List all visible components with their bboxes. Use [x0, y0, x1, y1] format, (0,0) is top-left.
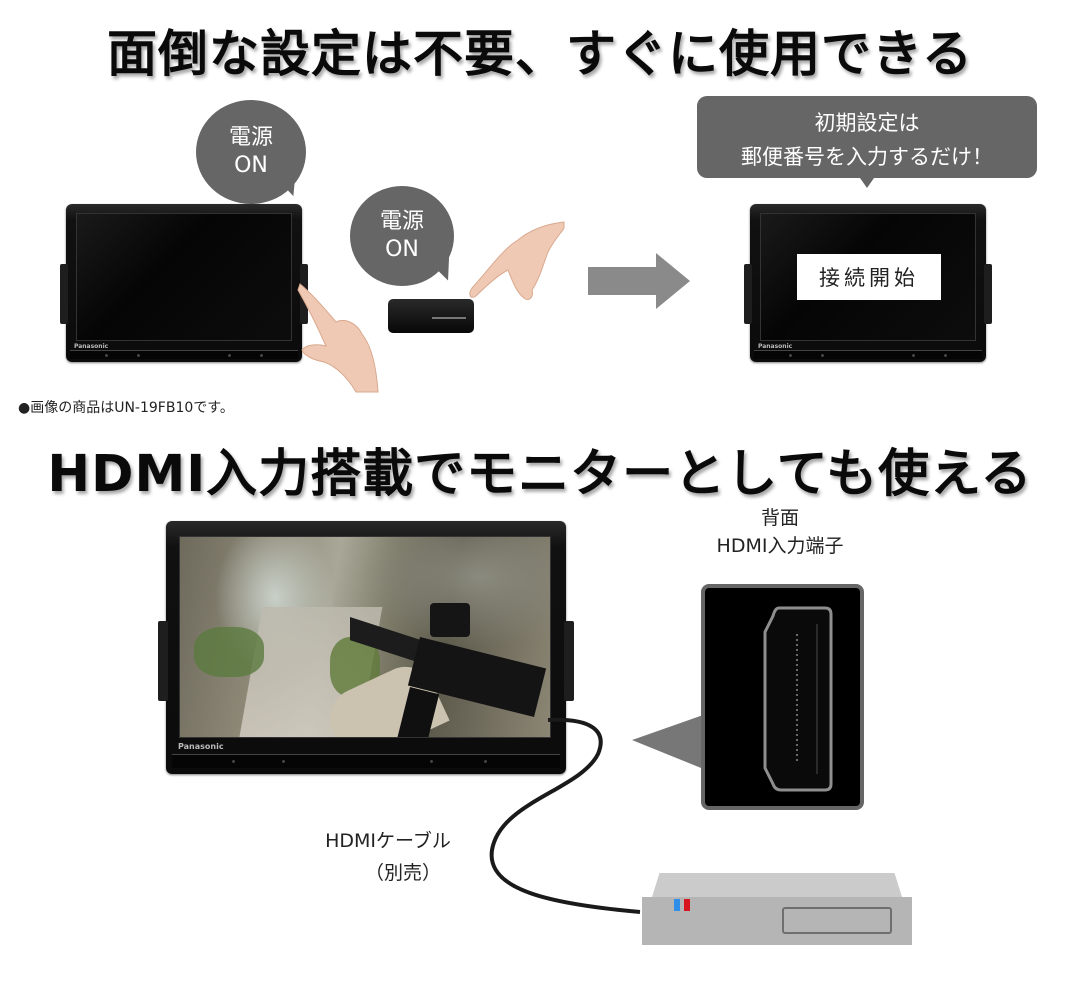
hdmi-cable — [489, 717, 641, 914]
speech-bubble-power-on-tv: 電源 ON — [196, 100, 306, 204]
rifle-graphic — [350, 603, 547, 737]
tv-brand-logo: Panasonic — [74, 343, 109, 350]
hand-pointing-icon — [469, 221, 565, 301]
device-top — [652, 873, 902, 897]
source-device — [642, 873, 912, 945]
disc-slot — [782, 907, 892, 934]
bubble-text-line2: ON — [234, 153, 268, 178]
tv-brand-logo: Panasonic — [758, 343, 793, 350]
headline-easy-setup: 面倒な設定は不要、すぐに使用できる — [107, 25, 973, 83]
cable-label-line1: HDMIケーブル — [325, 830, 451, 852]
port-label-line1: 背面 — [760, 507, 799, 529]
tv-screen-game-image — [179, 536, 551, 738]
grass-patch — [194, 627, 264, 677]
tv-monitor-hdmi: Panasonic — [158, 521, 574, 774]
tv-screen — [76, 213, 292, 341]
speech-bubble-setup-info: 初期設定は 郵便番号を入力するだけ！ — [697, 96, 1037, 178]
setup-text-line1: 初期設定は — [814, 111, 920, 135]
tv-stand-right — [984, 264, 992, 324]
hdmi-port-icon — [763, 606, 833, 792]
tv-brand-logo: Panasonic — [178, 742, 224, 751]
hdmi-cable-label: HDMIケーブル （別売） — [288, 825, 488, 889]
product-model-note: ●画像の商品はUN-19FB10です。 — [18, 400, 234, 416]
tv-stand-left — [744, 264, 752, 324]
indicator-blue — [674, 899, 680, 911]
headline-hdmi-input: HDMI入力搭載でモニターとしても使える — [47, 445, 1033, 504]
bubble-text-line1: 電源 — [379, 209, 424, 234]
tv-stand-right — [564, 621, 574, 701]
right-arrow-icon — [588, 253, 690, 309]
tv-button-bar — [172, 754, 560, 768]
callout-pointer — [632, 714, 706, 770]
bubble-text-line2: ON — [385, 237, 419, 262]
tv-button-bar — [754, 350, 982, 359]
port-label-line2: HDMI入力端子 — [716, 535, 844, 557]
cable-label-line2: （別売） — [364, 862, 441, 884]
speech-bubble-tail — [860, 178, 874, 188]
device-front — [642, 897, 912, 945]
hdmi-port-label: 背面 HDMI入力端子 — [680, 504, 880, 560]
hand-pointing-icon — [297, 283, 379, 393]
tv-monitor-connecting: 接続開始 Panasonic — [744, 204, 992, 362]
tv-stand-left — [60, 264, 68, 324]
tv-monitor-off: Panasonic — [60, 204, 308, 362]
setup-text-line2: 郵便番号を入力するだけ！ — [741, 145, 993, 169]
bubble-text-line1: 電源 — [228, 125, 273, 150]
wireless-tuner-box — [388, 299, 474, 333]
connection-status-text: 接続開始 — [819, 266, 919, 290]
tv-stand-left — [158, 621, 168, 701]
connection-status-box: 接続開始 — [797, 254, 941, 300]
hdmi-port-closeup — [701, 584, 864, 810]
speech-bubble-power-on-tuner: 電源 ON — [350, 186, 454, 286]
tv-button-bar — [70, 350, 298, 359]
indicator-red — [684, 899, 690, 911]
